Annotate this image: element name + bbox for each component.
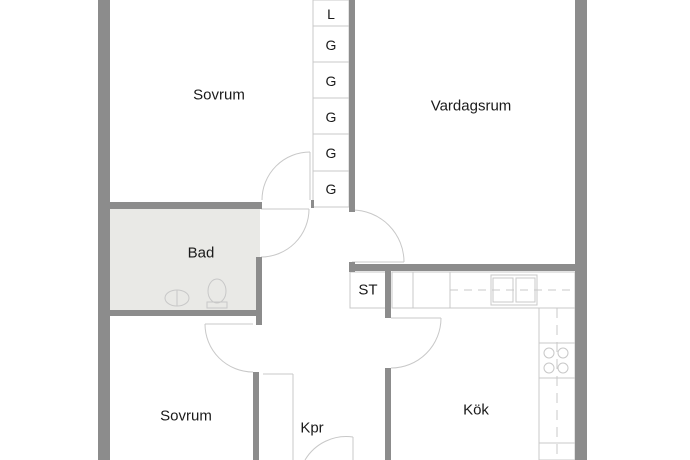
wardrobe-label: G [325, 37, 337, 53]
bathroom-floor [110, 208, 260, 310]
room-label-sovrum-2: Sovrum [160, 407, 212, 425]
walls [98, 0, 587, 460]
wardrobe-label: G [325, 109, 337, 125]
room-label-sovrum-1: Sovrum [193, 86, 245, 104]
room-label-st: ST [358, 281, 378, 299]
wardrobe-label: G [325, 181, 337, 197]
room-label-kok: Kök [463, 401, 489, 419]
wardrobe-label: G [325, 73, 337, 89]
wardrobe-label: L [327, 6, 335, 22]
room-label-kpr: Kpr [300, 419, 324, 437]
room-label-bad: Bad [187, 244, 215, 262]
room-label-vardagsrum: Vardagsrum [430, 97, 512, 115]
wardrobe-label: G [325, 145, 337, 161]
